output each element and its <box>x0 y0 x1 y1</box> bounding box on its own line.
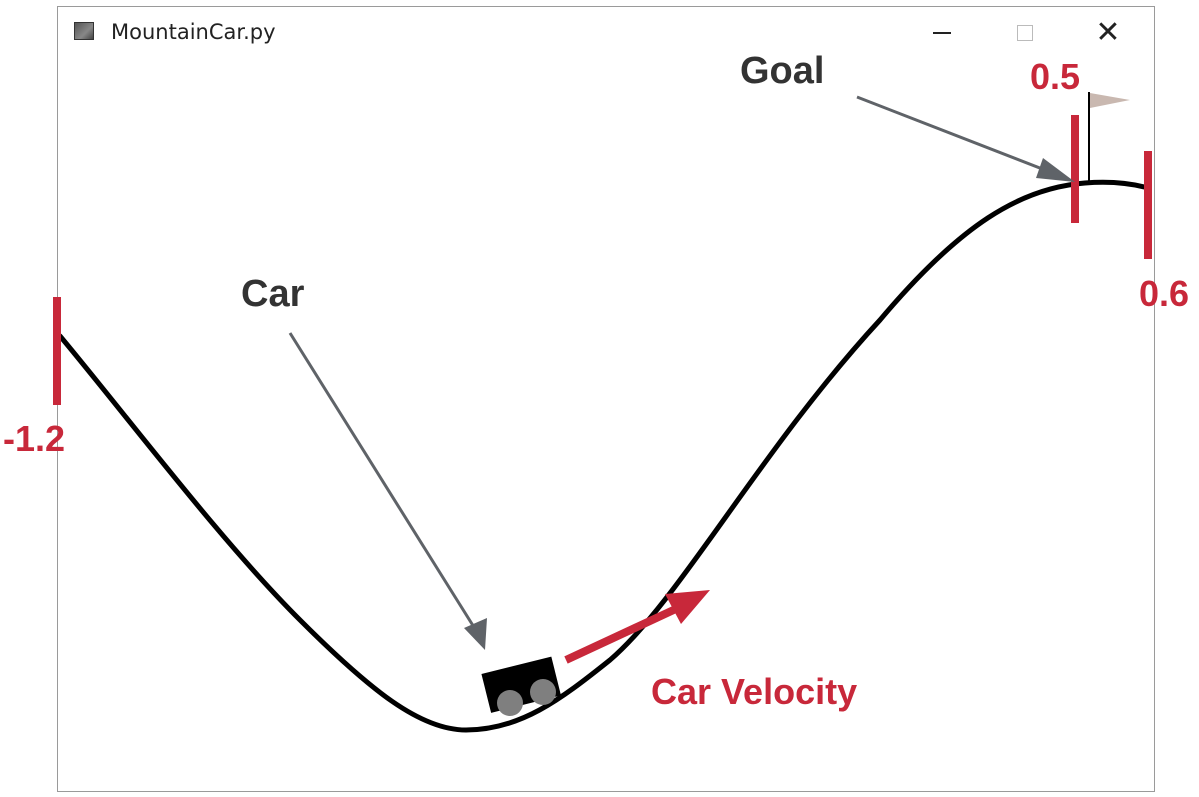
mountain-track <box>57 179 1151 733</box>
goal-arrow <box>856 95 1065 179</box>
minimize-button[interactable] <box>914 13 970 53</box>
title-bar[interactable]: MountainCar.py ✕ <box>58 7 1154 59</box>
goal-arrowhead <box>1036 158 1075 182</box>
window-title: MountainCar.py <box>111 20 276 44</box>
flag-icon <box>1088 92 1130 183</box>
car-arrow <box>288 332 479 633</box>
flag-cloth <box>1090 93 1130 108</box>
close-icon: ✕ <box>1095 15 1121 50</box>
min-position-label: -1.2 <box>3 418 66 459</box>
maximize-icon <box>1017 25 1033 41</box>
car-velocity-label: Car Velocity <box>651 671 858 712</box>
close-button[interactable]: ✕ <box>1080 13 1136 53</box>
app-icon <box>74 22 94 40</box>
minimize-icon <box>933 32 951 34</box>
maximize-button[interactable] <box>997 13 1053 53</box>
car-wheel-rear <box>497 690 523 716</box>
max-position-label: 0.6 <box>1139 273 1190 314</box>
car-arrowhead <box>464 618 487 650</box>
velocity-arrow <box>564 603 682 664</box>
velocity-arrowhead <box>665 590 710 624</box>
car-label: Car <box>241 273 305 315</box>
car-wheel-front <box>530 679 556 705</box>
goal-position-label: 0.5 <box>1030 56 1081 97</box>
goal-label: Goal <box>740 50 825 92</box>
